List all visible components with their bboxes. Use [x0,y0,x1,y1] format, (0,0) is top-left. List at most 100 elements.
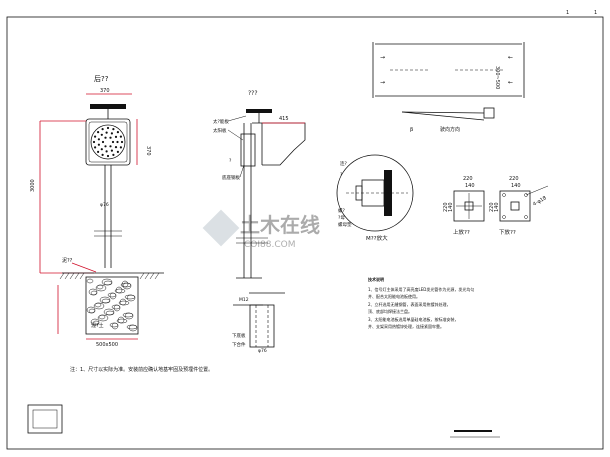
led-dot [116,131,119,134]
hatch-line [149,272,155,280]
connection-detail: 连? ? 螺? ?母 螺母垫 M??放大 [336,154,414,242]
watermark-logo-icon [202,209,240,247]
notes-line-5: 3、太阳能电池板选用单晶硅电池板，按标准安装， [368,316,459,322]
led-dot [120,140,124,144]
led-dot [109,145,112,148]
lower-plate-hole-label: 4-φ18 [532,195,548,208]
led-dot [105,150,108,153]
led-dot [114,146,118,149]
signal-lamp-icon [90,124,126,160]
plan-angle-label: β [410,127,413,133]
stone [90,318,100,326]
led-dot [101,128,104,131]
stone [128,324,138,332]
upper-plate: 220 140 220 140 上放?? [443,176,485,236]
signal-pole-plan [483,107,495,119]
lane-arrow-icon: → [380,54,385,61]
corner-mark-1: 1 [566,10,569,16]
notes-line-6: 并、支架采用热镀锌处理，连接紧固牢靠。 [368,324,444,329]
hatch-line [69,272,75,280]
led-array [92,126,124,158]
lower-plate-outline [499,190,531,222]
led-dot [94,146,97,149]
led-dot [106,126,110,130]
anchor-detail: M12 下底板 下合件 φ76 [232,292,285,354]
foundation-label: 混?土 [91,322,104,329]
stone [126,294,136,302]
stone [111,322,119,330]
stone [99,296,111,304]
stone [109,322,119,328]
stone [86,278,94,284]
pole-dia-label: φ76 [100,202,109,208]
conn-label-4: ?母 [338,215,345,221]
stone [119,298,127,306]
side-label-2: 太阳板 [213,127,227,134]
lamp-arm [252,122,306,166]
side-view: ??? 415 太?能板 太阳板 ? 底座钢板 [213,90,306,279]
solar-panel [90,104,126,109]
stone [117,316,125,324]
front-view-title: 后?? [94,74,109,83]
signal-head [85,118,131,166]
lower-plate-dim-1: 220 [509,176,519,182]
notes-line-4: 顶、底部均焊接法兰盘。 [368,309,412,314]
stone [109,292,117,300]
led-dot [106,154,110,158]
led-dot [100,133,103,136]
foundation-stones [86,278,138,332]
led-dot [104,136,107,139]
bottom-note: 注：1、尺寸以实际为准。安装前应确认地基牢固及预埋件位置。 [70,366,213,373]
lower-plate-title: 下放?? [499,228,516,236]
led-dot [112,128,115,131]
side-solar-panel [246,109,272,113]
plan-view: → → ← ← 300~500 β 驶向方向 [372,42,525,133]
drawing-border [6,16,604,450]
upper-plate-outline [453,190,485,222]
lane-arrow-icon-4: ← [508,79,513,86]
stone [126,324,138,330]
conn-label-5: 螺母垫 [338,221,352,228]
led-dot [92,140,96,144]
lower-plate: 220 140 220 140 4-φ18 下放?? [489,176,549,236]
stone [124,312,134,320]
stone [103,308,115,316]
led-dot [119,146,122,149]
stone [118,300,130,306]
led-dot [104,145,107,148]
led-dot [111,140,115,144]
lower-plate-dim-3: 220 [489,202,495,212]
led-dot [97,143,100,146]
stone [94,302,102,308]
upper-plate-dim-4: 140 [448,202,454,212]
side-label-4: 底座钢板 [222,174,240,181]
led-dot [119,135,122,138]
led-dot [109,136,112,139]
conn-label-3: 螺? [338,207,345,214]
notes-title: 技术说明 [368,277,384,282]
ground-label: 泥?? [62,257,73,264]
led-dot [97,138,100,141]
anchor-plate-label: 下底板 [232,332,246,339]
notes-line-2: 并、配合太阳能电池板使用。 [368,294,420,299]
led-dot [97,131,100,134]
lower-plate-dim-2: 140 [511,183,521,189]
stone [98,314,106,320]
led-dot [116,140,119,144]
hatch-line [79,272,85,280]
hatch-line [64,272,70,280]
stone [122,312,134,318]
stone [120,282,132,288]
dim-top-label: 370 [100,88,110,94]
height-dim-label: 3000 [30,179,36,192]
hatch-line [154,272,160,280]
upper-plate-dim-1: 220 [463,176,473,182]
front-view: 后?? 370 370 φ76 3000 泥?? 混?土 [30,74,164,348]
stone [101,278,113,286]
stone [88,288,98,296]
lane-arrow-icon-2: → [380,79,385,86]
stone [86,306,96,314]
stone [121,280,129,288]
led-dot [110,149,113,152]
